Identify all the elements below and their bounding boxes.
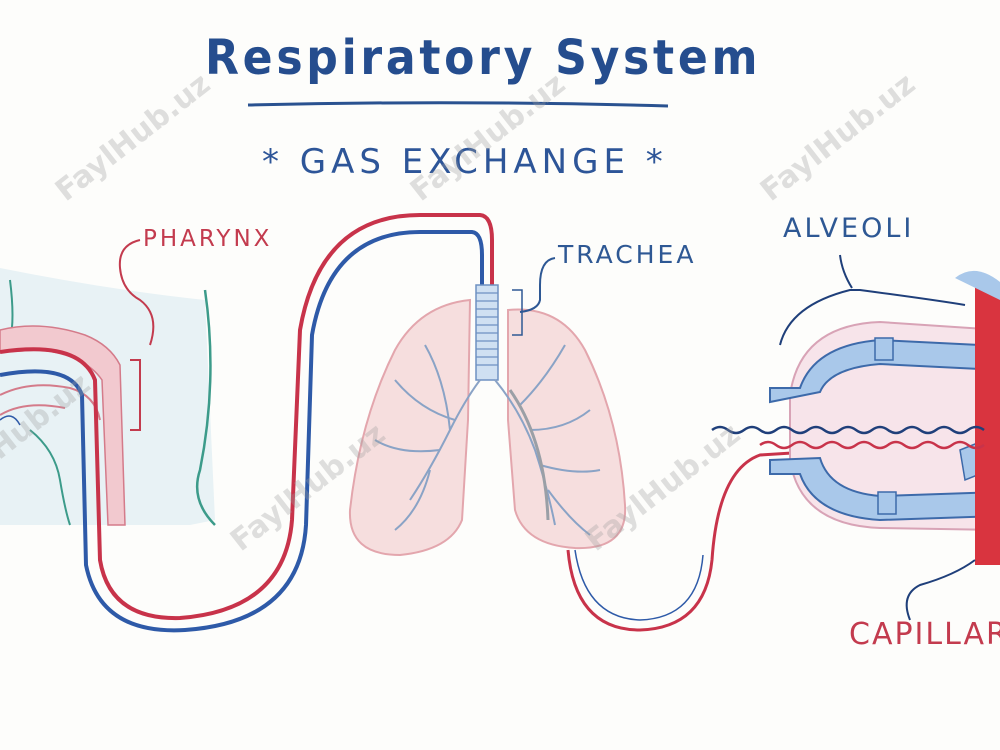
oxygen-wave	[711, 425, 985, 435]
label-trachea: TRACHEA	[558, 240, 697, 269]
right-lung	[507, 308, 627, 550]
page-title: Respiratory System	[205, 30, 762, 86]
co2-wave	[759, 440, 985, 450]
alveolus-wall-top	[769, 338, 1000, 404]
air-tube-blue	[0, 230, 484, 633]
capillary-pointer-line	[905, 559, 976, 621]
label-pharynx: PHARYNX	[143, 226, 273, 252]
alveolus-wall-bottom	[769, 456, 1000, 522]
connecting-tube	[566, 438, 1000, 632]
label-alveoli: ALVEOLI	[783, 213, 915, 244]
alveoli-bracket	[779, 289, 966, 346]
head-section	[0, 268, 216, 526]
bronchial-tree	[374, 344, 601, 536]
label-capillary: CAPILLARY	[849, 617, 1000, 652]
trachea-pointer-line	[519, 257, 556, 313]
pharynx-pointer-line	[118, 239, 155, 346]
page-subtitle: * GAS EXCHANGE *	[262, 142, 668, 182]
title-underline	[247, 101, 669, 108]
lungs	[348, 284, 627, 557]
alveoli	[711, 270, 1000, 565]
alveolus-outer	[789, 320, 1000, 532]
air-tube-red	[0, 213, 494, 621]
capillary-vessel	[975, 285, 1000, 565]
left-lung	[348, 298, 472, 557]
